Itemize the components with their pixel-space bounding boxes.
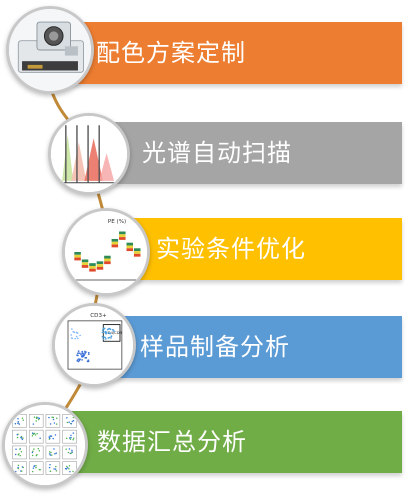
step-label: 实验条件优化: [156, 235, 306, 263]
instrument-icon: [6, 6, 94, 94]
step-banner-data-summary[interactable]: 数据汇总分析: [55, 411, 402, 473]
data-summary-icon: [2, 402, 88, 488]
step-banner-color-scheme[interactable]: 配色方案定制: [62, 22, 402, 84]
step-label: 样品制备分析: [140, 333, 290, 361]
step-label: 光谱自动扫描: [142, 139, 292, 167]
scatter-gate-label: CD4/CD8: [105, 331, 122, 335]
heatmap-tag: PE (%): [108, 219, 126, 225]
step-label: 配色方案定制: [96, 39, 246, 67]
flow-scatter-icon: CD3+ CD4/CD8: [52, 303, 136, 387]
step-banner-sample-analysis[interactable]: 样品制备分析: [80, 316, 402, 378]
step-label: 数据汇总分析: [97, 428, 247, 456]
scatter-tag: CD3+: [90, 313, 107, 319]
condition-heatmap-icon: PE (%): [62, 208, 150, 296]
step-banner-spectrum-scan[interactable]: 光谱自动扫描: [82, 122, 402, 184]
spectrum-chart-icon: [48, 113, 130, 195]
